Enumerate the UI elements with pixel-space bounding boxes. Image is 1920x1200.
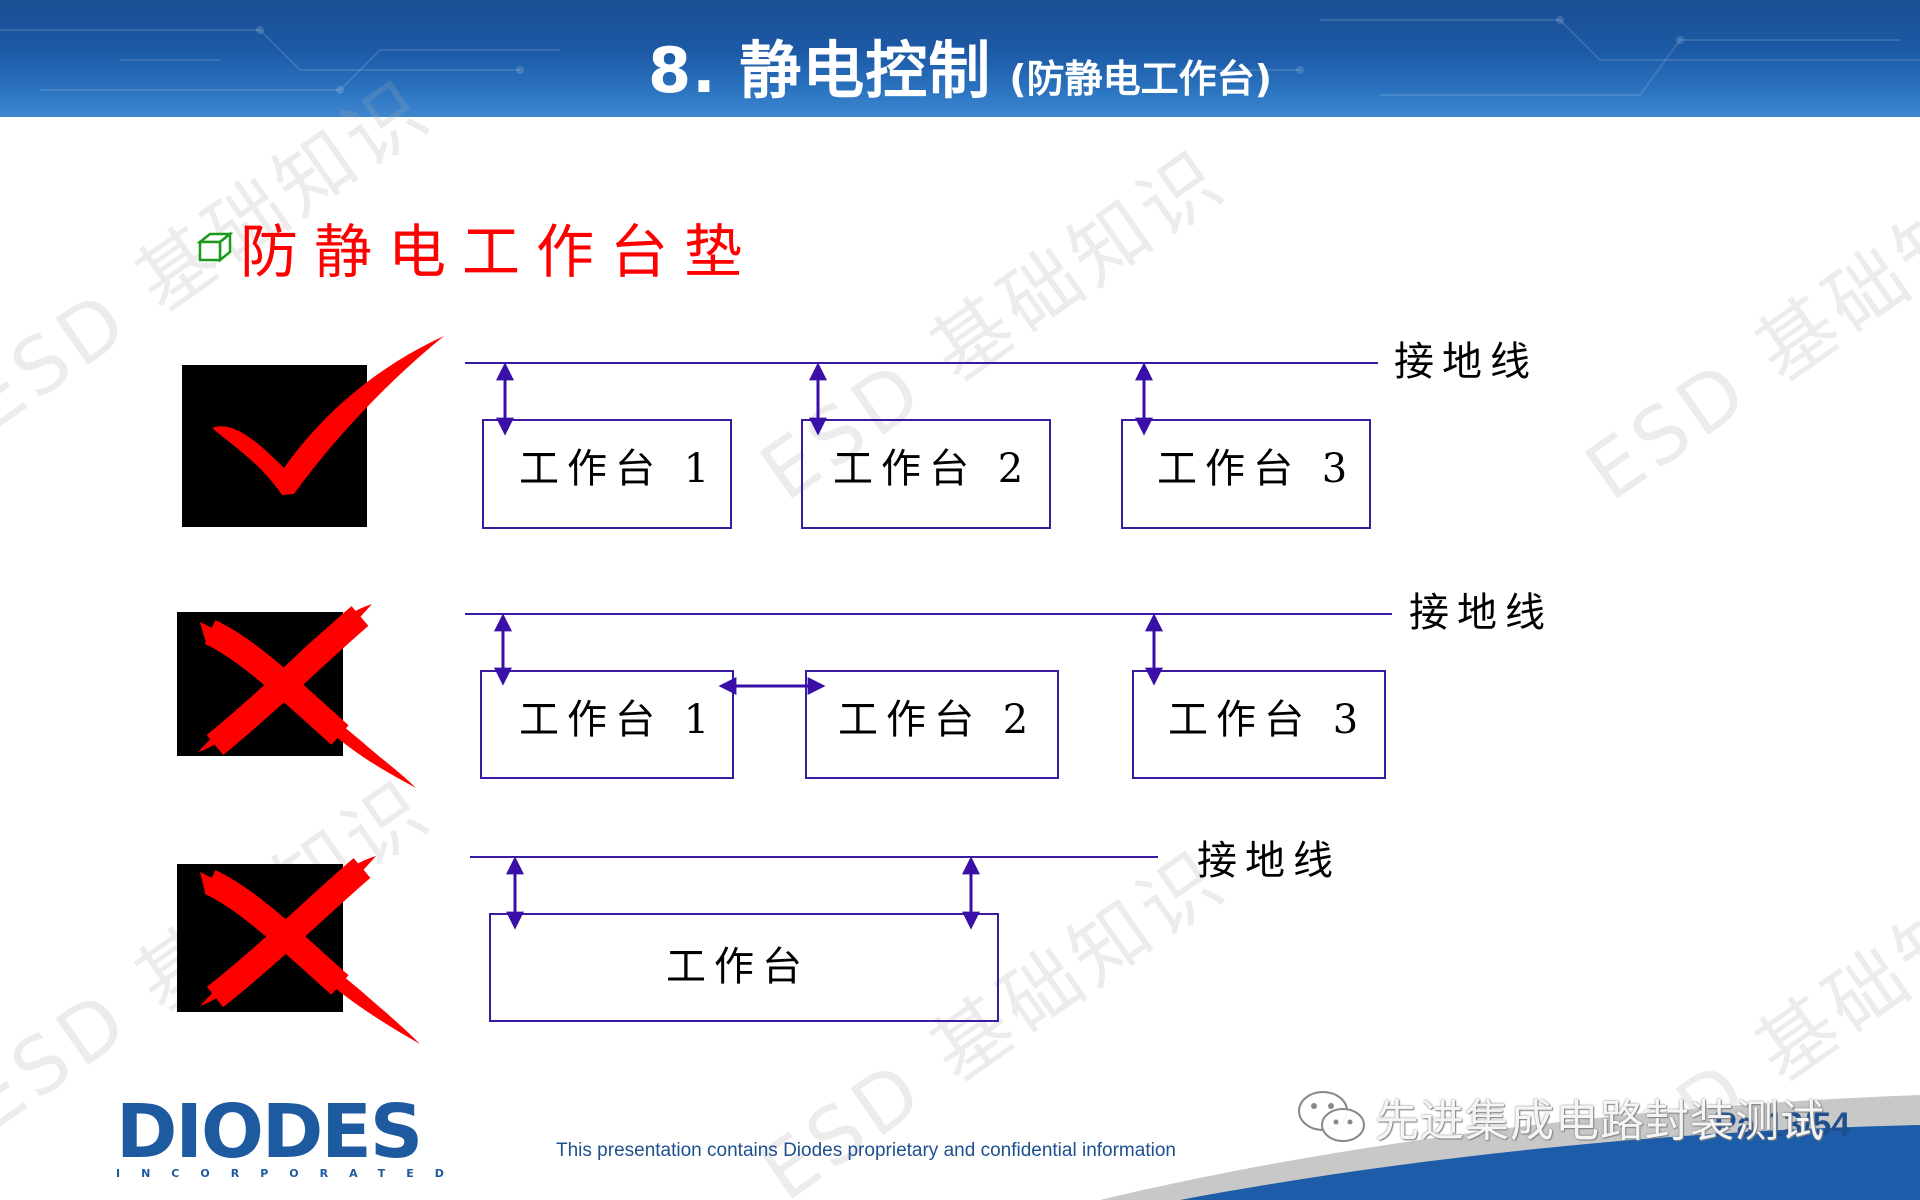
workbench-box	[805, 670, 1059, 779]
page-title: 8. 静电控制 (防静电工作台)	[0, 20, 1920, 110]
workbench-label: 工作台 2	[833, 446, 1031, 492]
diagram-incorrect-chained: 接地线 工作台 1 工作台 2 工作台 3	[177, 590, 1553, 788]
company-logo: DIODES INCORPORATED	[116, 1089, 465, 1180]
verdict-background	[177, 612, 343, 756]
wechat-account-name: 先进集成电路封装测试	[1375, 1096, 1825, 1147]
title-subtitle: (防静电工作台)	[1009, 57, 1273, 101]
wechat-watermark: 先进集成电路封装测试	[1295, 1085, 1825, 1149]
wechat-icon	[1298, 1091, 1365, 1142]
circuit-pattern	[0, 16, 1920, 96]
section-title: 防静电工作台垫	[240, 218, 759, 286]
ground-label: 接地线	[1394, 339, 1538, 385]
workbench-label: 工作台 2	[838, 697, 1036, 743]
verdict-background	[182, 365, 367, 527]
header-banner: 8. 静电控制 (防静电工作台)	[0, 0, 1920, 117]
workbench-box	[1132, 670, 1386, 779]
workbench-box	[480, 670, 734, 779]
workbench-box	[489, 913, 999, 1022]
workbench-label: 工作台 1	[519, 697, 717, 743]
workbench-label: 工作台 3	[1168, 697, 1366, 743]
ground-label: 接地线	[1409, 590, 1553, 636]
ground-label: 接地线	[1197, 838, 1341, 884]
confidentiality-notice: This presentation contains Diodes propri…	[556, 1140, 1176, 1161]
page-number: Pa 13/54	[1714, 1106, 1851, 1144]
red-x-icon	[200, 856, 420, 1044]
diagram-incorrect-single: 接地线 工作台	[177, 838, 1341, 1044]
footer-swoosh	[1100, 1095, 1920, 1200]
cube-bullet-icon	[196, 231, 234, 263]
red-x-icon	[198, 604, 416, 788]
logo-subtext: INCORPORATED	[116, 1167, 465, 1180]
workbench-box	[1121, 419, 1371, 529]
logo-text: DIODES	[116, 1089, 423, 1175]
workbench-label: 工作台	[666, 944, 810, 990]
red-check-icon	[212, 336, 444, 495]
title-main: 8. 静电控制	[647, 34, 992, 107]
workbench-label: 工作台 1	[519, 446, 717, 492]
verdict-background	[177, 864, 343, 1012]
workbench-box	[801, 419, 1051, 529]
section-heading: 防静电工作台垫	[196, 212, 758, 286]
workbench-label: 工作台 3	[1157, 446, 1355, 492]
workbench-box	[482, 419, 732, 529]
diagram-correct: 接地线 工作台 1 工作台 2 工作台 3	[182, 336, 1538, 529]
